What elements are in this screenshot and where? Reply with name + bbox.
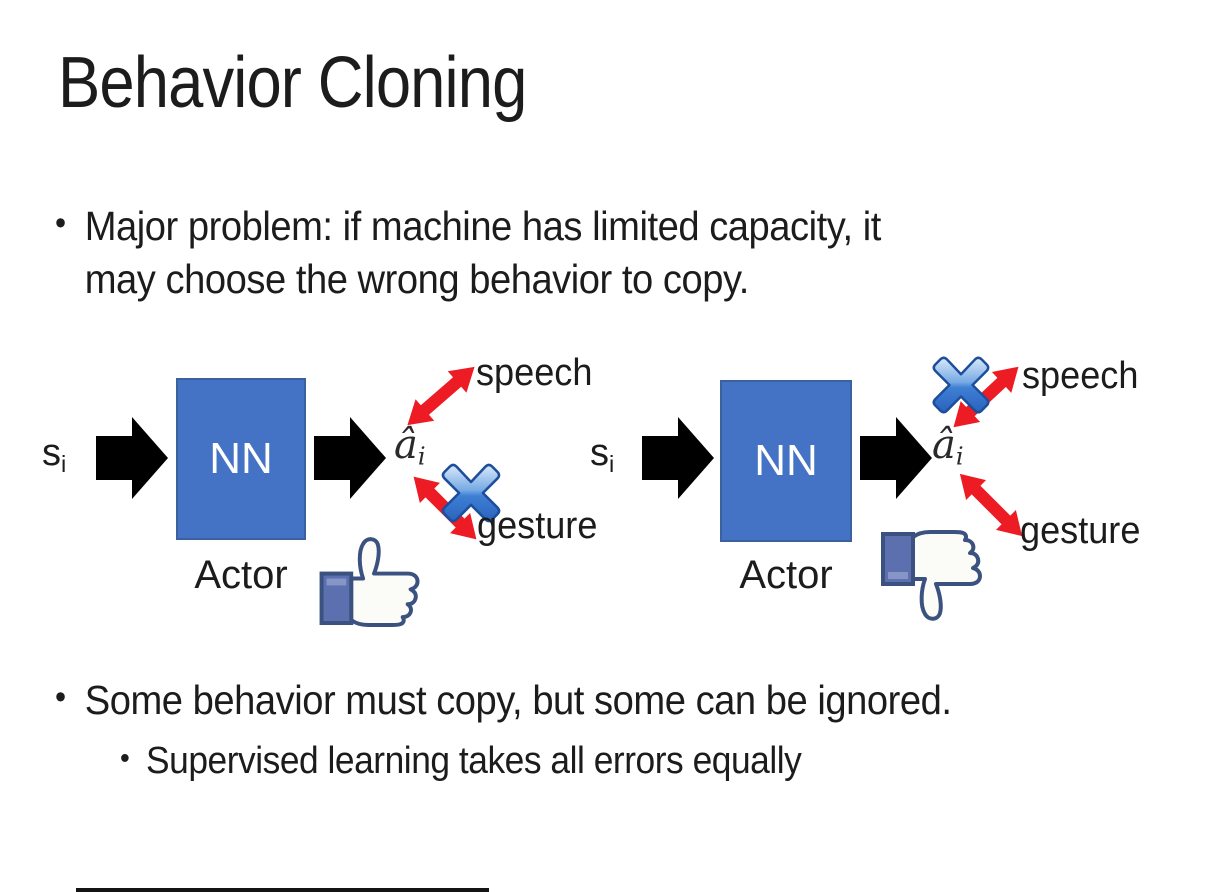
- gesture-label: gesture: [1020, 510, 1141, 552]
- sub-bullet-supervised: • Supervised learning takes all errors e…: [120, 737, 1050, 786]
- actor-label: Actor: [739, 553, 833, 597]
- nn-box-label: NN: [754, 436, 818, 485]
- cross-x-icon: [441, 463, 501, 523]
- nn-box: NN: [176, 378, 306, 540]
- output-action-label: âi: [394, 422, 426, 471]
- gesture-label: gesture: [477, 505, 598, 547]
- speech-arrow-icon: [397, 354, 486, 437]
- cross-x-icon: [932, 356, 990, 414]
- thumbs-down-icon: [880, 528, 992, 628]
- bullet-major-problem: • Major problem: if machine has limited …: [55, 200, 1059, 307]
- thumbs-up-icon: [319, 537, 420, 627]
- gesture-arrow-icon: [949, 463, 1034, 548]
- speech-label: speech: [1022, 355, 1139, 397]
- bullet-major-problem-text: Major problem: if machine has limited ca…: [84, 203, 882, 303]
- bullet-some-behavior: • Some behavior must copy, but some can …: [55, 674, 1059, 727]
- black-arrow-icon: [860, 417, 932, 499]
- input-state-label: si: [590, 432, 615, 478]
- black-arrow-icon: [96, 417, 168, 499]
- black-arrow-icon: [314, 417, 386, 499]
- slide-title: Behavior Cloning: [58, 43, 527, 123]
- bullet-marker: •: [55, 678, 66, 716]
- output-action-label: âi: [932, 422, 964, 471]
- bullet-marker: •: [120, 742, 130, 775]
- nn-box: NN: [720, 380, 852, 542]
- bullet-marker: •: [55, 204, 66, 242]
- actor-label: Actor: [194, 553, 288, 597]
- black-arrow-icon: [642, 417, 714, 499]
- input-state-label: si: [42, 432, 67, 478]
- sub-bullet-supervised-text: Supervised learning takes all errors equ…: [146, 740, 802, 782]
- cropped-content-bar: [76, 888, 489, 892]
- bullet-some-behavior-text: Some behavior must copy, but some can be…: [84, 677, 952, 723]
- speech-label: speech: [476, 352, 593, 394]
- nn-box-label: NN: [209, 434, 273, 483]
